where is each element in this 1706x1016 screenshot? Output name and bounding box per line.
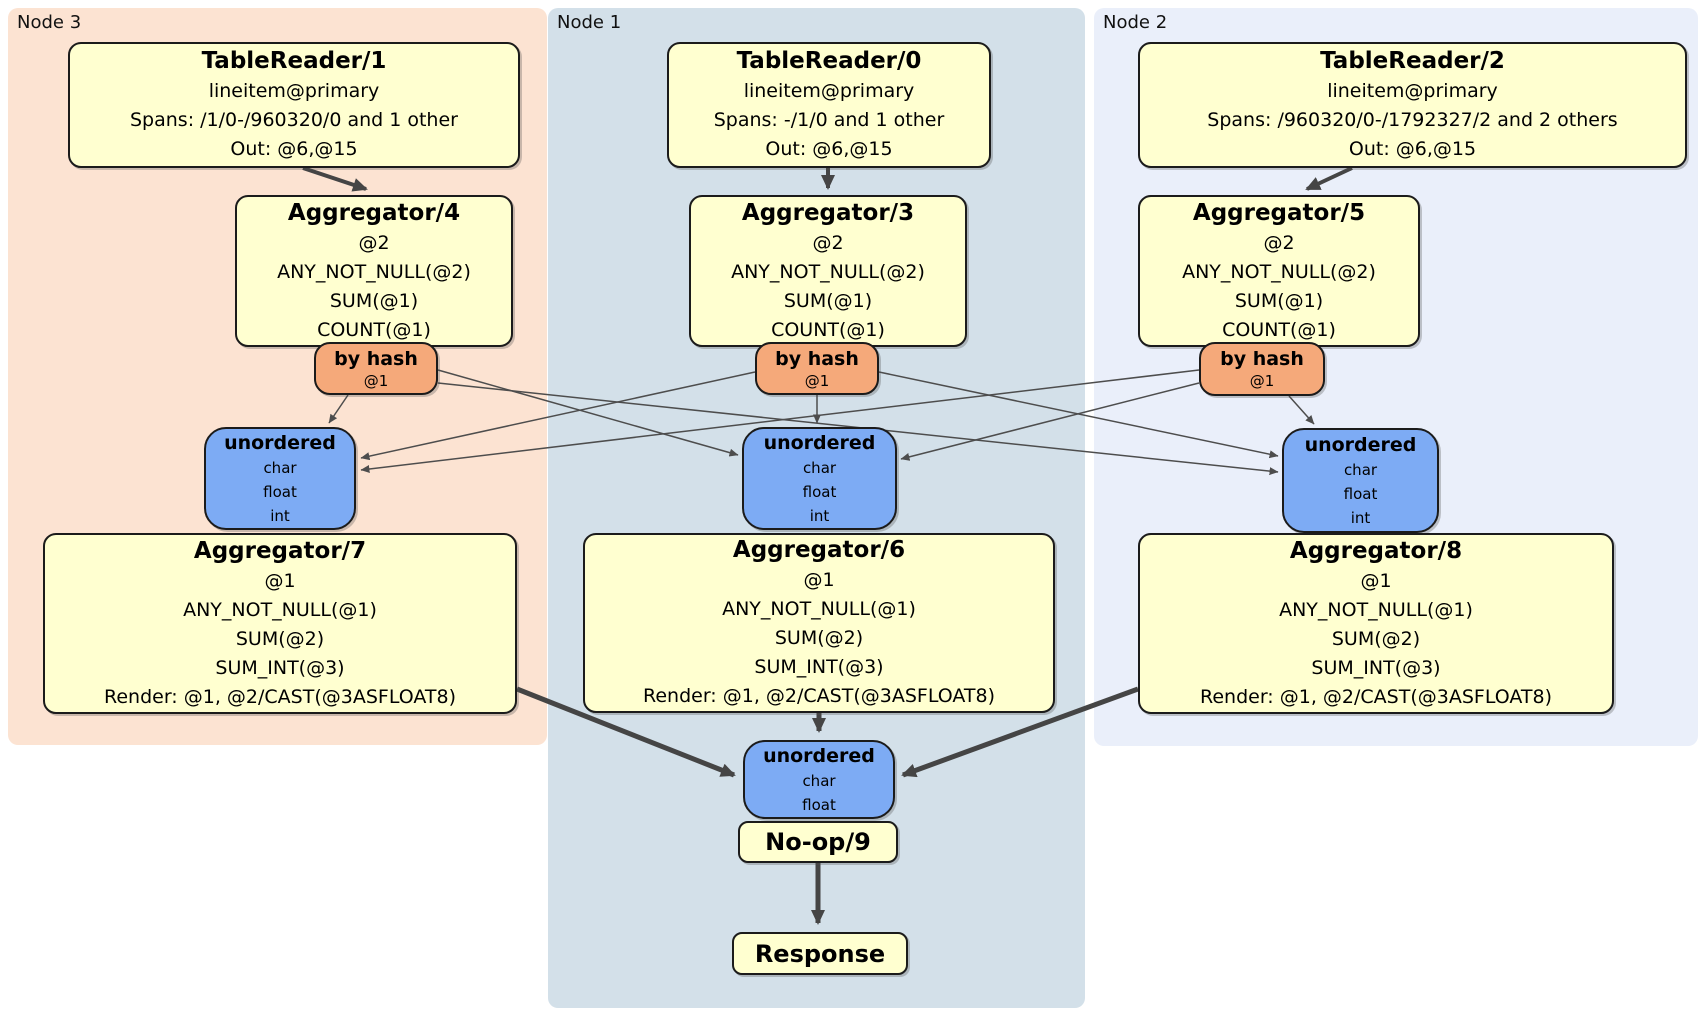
router-title: by hash — [334, 347, 418, 370]
edge-agg7-syncfinal — [516, 686, 736, 778]
sync-title: unordered — [763, 744, 875, 767]
node-noop-9: No-op/9 — [738, 821, 898, 863]
node-aggregator-8: Aggregator/8 @1 ANY_NOT_NULL(@1) SUM(@2)… — [1138, 533, 1614, 714]
sync-unordered-final: unordered char float — [743, 740, 895, 819]
sync-title: unordered — [224, 431, 336, 454]
sync-unordered-node1: unordered char float int — [742, 427, 897, 530]
node-aggregator-7: Aggregator/7 @1 ANY_NOT_NULL(@1) SUM(@2)… — [43, 533, 517, 714]
node-title: TableReader/1 — [201, 48, 387, 74]
node-title: Aggregator/4 — [287, 199, 461, 226]
node-title: Aggregator/3 — [741, 199, 915, 226]
node-aggregator-3: Aggregator/3 @2 ANY_NOT_NULL(@2) SUM(@1)… — [689, 195, 967, 347]
node-title: No-op/9 — [765, 828, 871, 856]
router-title: by hash — [775, 347, 859, 370]
node-title: TableReader/0 — [736, 48, 922, 74]
router-by-hash-node3: by hash @1 — [314, 342, 438, 395]
node-tablereader-1: TableReader/1 lineitem@primary Spans: /1… — [68, 42, 520, 168]
node-title: Aggregator/7 — [193, 537, 367, 564]
node-tablereader-0: TableReader/0 lineitem@primary Spans: -/… — [667, 42, 991, 168]
edge-tr2-agg5 — [1305, 166, 1353, 191]
edge-hash5-sync8 — [1288, 395, 1315, 425]
sync-title: unordered — [1304, 433, 1417, 456]
edge-hash4-sync7 — [328, 394, 349, 424]
edge-hash4-sync6 — [437, 369, 739, 457]
node-aggregator-4: Aggregator/4 @2 ANY_NOT_NULL(@2) SUM(@1)… — [235, 195, 513, 347]
edge-tr1-agg4 — [302, 166, 368, 192]
edge-hash5-sync6 — [900, 382, 1200, 461]
region-label-node3: Node 3 — [17, 12, 82, 33]
node-tablereader-2: TableReader/2 lineitem@primary Spans: /9… — [1138, 42, 1687, 168]
region-label-node2: Node 2 — [1103, 12, 1168, 33]
router-by-hash-node2: by hash @1 — [1199, 342, 1325, 396]
sync-title: unordered — [763, 431, 876, 454]
edge-hash5-sync7 — [360, 369, 1200, 473]
node-aggregator-5: Aggregator/5 @2 ANY_NOT_NULL(@2) SUM(@1)… — [1138, 195, 1420, 347]
node-response: Response — [732, 932, 908, 975]
edge-agg8-syncfinal — [901, 686, 1139, 778]
router-title: by hash — [1220, 348, 1304, 370]
node-title: TableReader/2 — [1320, 48, 1505, 74]
node-title: Aggregator/5 — [1192, 199, 1366, 226]
router-by-hash-node1: by hash @1 — [755, 342, 879, 395]
node-aggregator-6: Aggregator/6 @1 ANY_NOT_NULL(@1) SUM(@2)… — [583, 533, 1055, 713]
sync-unordered-node2: unordered char float int — [1282, 428, 1439, 533]
node-title: Response — [754, 939, 886, 968]
region-label-node1: Node 1 — [557, 12, 622, 33]
edge-hash3-sync7 — [360, 371, 756, 461]
node-title: Aggregator/8 — [1289, 537, 1463, 564]
node-title: Aggregator/6 — [732, 537, 906, 563]
sync-unordered-node3: unordered char float int — [204, 427, 356, 530]
